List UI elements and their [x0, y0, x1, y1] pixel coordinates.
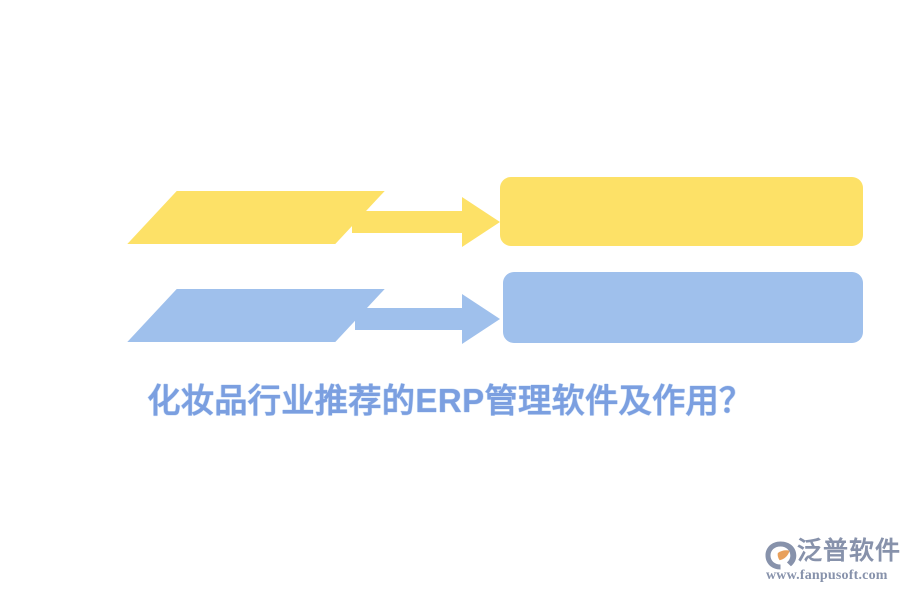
- flow-source-label-blue: [152, 289, 360, 342]
- flow-source-label-yellow: [152, 191, 360, 244]
- page-title: 化妆品行业推荐的ERP管理软件及作用？: [147, 382, 753, 419]
- brand-watermark: 泛普软件 www.fanpusoft.com: [764, 536, 900, 588]
- right-arrow-icon-blue: [352, 292, 500, 346]
- right-arrow-icon-yellow: [352, 195, 500, 249]
- flow-source-shape-yellow[interactable]: [127, 191, 385, 244]
- flow-source-shape-blue[interactable]: [127, 289, 385, 342]
- fanpu-swoosh-logo-icon: [764, 540, 798, 571]
- brand-name: 泛普软件: [797, 537, 900, 565]
- flow-target-label-blue: [503, 272, 863, 343]
- brand-url: www.fanpusoft.com: [766, 568, 888, 583]
- flow-target-card-blue[interactable]: [503, 272, 863, 343]
- flow-target-label-yellow: [500, 177, 863, 246]
- flow-target-card-yellow[interactable]: [500, 177, 863, 246]
